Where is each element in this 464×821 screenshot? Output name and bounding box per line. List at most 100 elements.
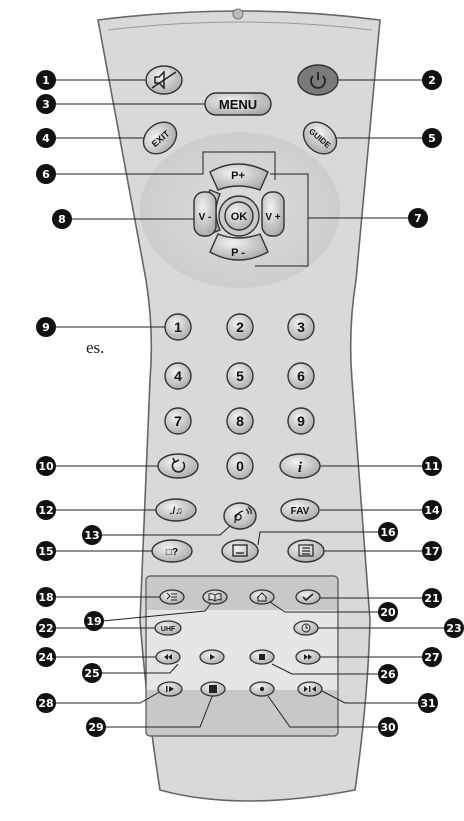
audio-label: □?	[166, 547, 178, 558]
media-button-20[interactable]	[249, 589, 275, 605]
power-icon	[310, 72, 326, 89]
digit-2-button[interactable]: 2	[226, 313, 254, 341]
teletext-button[interactable]	[287, 539, 325, 563]
digit-3-button[interactable]: 3	[287, 313, 315, 341]
media-button-19[interactable]	[202, 589, 228, 605]
timer-button[interactable]	[293, 620, 319, 636]
callout-25: 25	[82, 663, 102, 683]
pause-button[interactable]	[249, 649, 275, 665]
fav-label: FAV	[291, 506, 310, 517]
epg-icon	[234, 506, 252, 524]
digit-1-button[interactable]: 1	[164, 313, 192, 341]
svg-text:31: 31	[420, 697, 435, 710]
play-button[interactable]	[199, 649, 225, 665]
stray-text: es.	[86, 338, 105, 357]
callout-3: 3	[36, 94, 56, 114]
rewind-button[interactable]	[155, 649, 181, 665]
subtitle-button[interactable]	[221, 539, 259, 563]
callout-19: 19	[84, 611, 104, 631]
callout-5: 5	[422, 128, 442, 148]
info-button[interactable]: i	[279, 453, 321, 479]
p-minus-button[interactable]: P -	[209, 233, 269, 261]
digit-6-button[interactable]: 6	[287, 362, 315, 390]
callout-11: 11	[422, 456, 442, 476]
audio-button[interactable]: □?	[151, 539, 193, 563]
media-button-21[interactable]	[295, 589, 321, 605]
skip-button[interactable]	[297, 681, 323, 697]
digit-8-button[interactable]: 8	[226, 407, 254, 435]
callout-7: 7	[408, 208, 428, 228]
v-minus-button[interactable]: V -	[193, 189, 221, 237]
fast-forward-button[interactable]	[295, 649, 321, 665]
callout-13: 13	[82, 525, 102, 545]
callout-6: 6	[36, 164, 56, 184]
svg-text:18: 18	[38, 591, 53, 604]
callout-17: 17	[422, 541, 442, 561]
timer-icon	[301, 623, 311, 633]
mute-icon	[151, 70, 177, 90]
subtitle-icon	[232, 544, 248, 557]
ir-window	[232, 8, 244, 20]
uhf-button[interactable]: UHF	[154, 620, 182, 636]
callout-24: 24	[36, 647, 56, 667]
digit-9-label: 9	[297, 413, 305, 429]
ok-button[interactable]: OK	[218, 195, 260, 237]
p-plus-button[interactable]: P+	[209, 163, 269, 191]
guide-button[interactable]: GUIDE	[297, 116, 343, 161]
svg-text:30: 30	[380, 721, 396, 734]
v-plus-button[interactable]: V +	[261, 191, 285, 237]
digit-5-button[interactable]: 5	[226, 362, 254, 390]
p-minus-label: P -	[231, 247, 245, 259]
svg-text:1: 1	[42, 74, 50, 87]
menu-button[interactable]: MENU	[204, 92, 272, 116]
media-button-18[interactable]	[159, 589, 185, 605]
digit-4-button[interactable]: 4	[164, 362, 192, 390]
svg-text:2: 2	[428, 74, 436, 87]
teletext-icon	[298, 544, 314, 557]
callout-18: 18	[36, 587, 56, 607]
svg-text:20: 20	[380, 606, 396, 619]
svg-text:8: 8	[58, 213, 66, 226]
exit-button[interactable]: EXIT	[137, 116, 183, 161]
stop-button[interactable]	[200, 681, 226, 697]
fav-button[interactable]: FAV	[280, 498, 320, 522]
callout-15: 15	[36, 541, 56, 561]
digit-6-label: 6	[297, 368, 305, 384]
pause-icon	[259, 654, 265, 660]
digit-7-button[interactable]: 7	[164, 407, 192, 435]
power-button[interactable]	[297, 64, 339, 96]
slow-icon	[166, 686, 174, 692]
svg-text:12: 12	[38, 504, 53, 517]
tv-radio-button[interactable]: ․/♫	[155, 498, 197, 522]
back-button[interactable]	[157, 453, 199, 479]
digit-8-label: 8	[236, 413, 244, 429]
callout-10: 10	[36, 456, 56, 476]
epg-button[interactable]	[223, 502, 257, 530]
svg-text:21: 21	[424, 592, 439, 605]
home-icon	[256, 592, 268, 602]
record-button[interactable]	[249, 681, 275, 697]
svg-text:25: 25	[84, 667, 99, 680]
digit-0-button[interactable]: 0	[226, 452, 254, 480]
svg-text:23: 23	[446, 622, 461, 635]
callout-27: 27	[422, 647, 442, 667]
rewind-icon	[164, 654, 172, 660]
slow-button[interactable]	[157, 681, 183, 697]
digit-2-label: 2	[236, 319, 244, 335]
callout-8: 8	[52, 209, 72, 229]
digit-3-label: 3	[297, 319, 305, 335]
svg-text:11: 11	[424, 460, 439, 473]
svg-text:5: 5	[428, 132, 436, 145]
svg-text:16: 16	[380, 526, 396, 539]
callout-28: 28	[36, 693, 56, 713]
list-icon	[166, 592, 177, 601]
callout-9: 9	[36, 317, 56, 337]
p-plus-label: P+	[231, 170, 245, 182]
callout-23: 23	[444, 618, 464, 638]
digit-9-button[interactable]: 9	[287, 407, 315, 435]
callout-26: 26	[378, 664, 398, 684]
svg-text:26: 26	[380, 668, 396, 681]
svg-text:3: 3	[42, 98, 50, 111]
mute-button[interactable]	[145, 65, 183, 95]
book-icon	[208, 593, 222, 602]
